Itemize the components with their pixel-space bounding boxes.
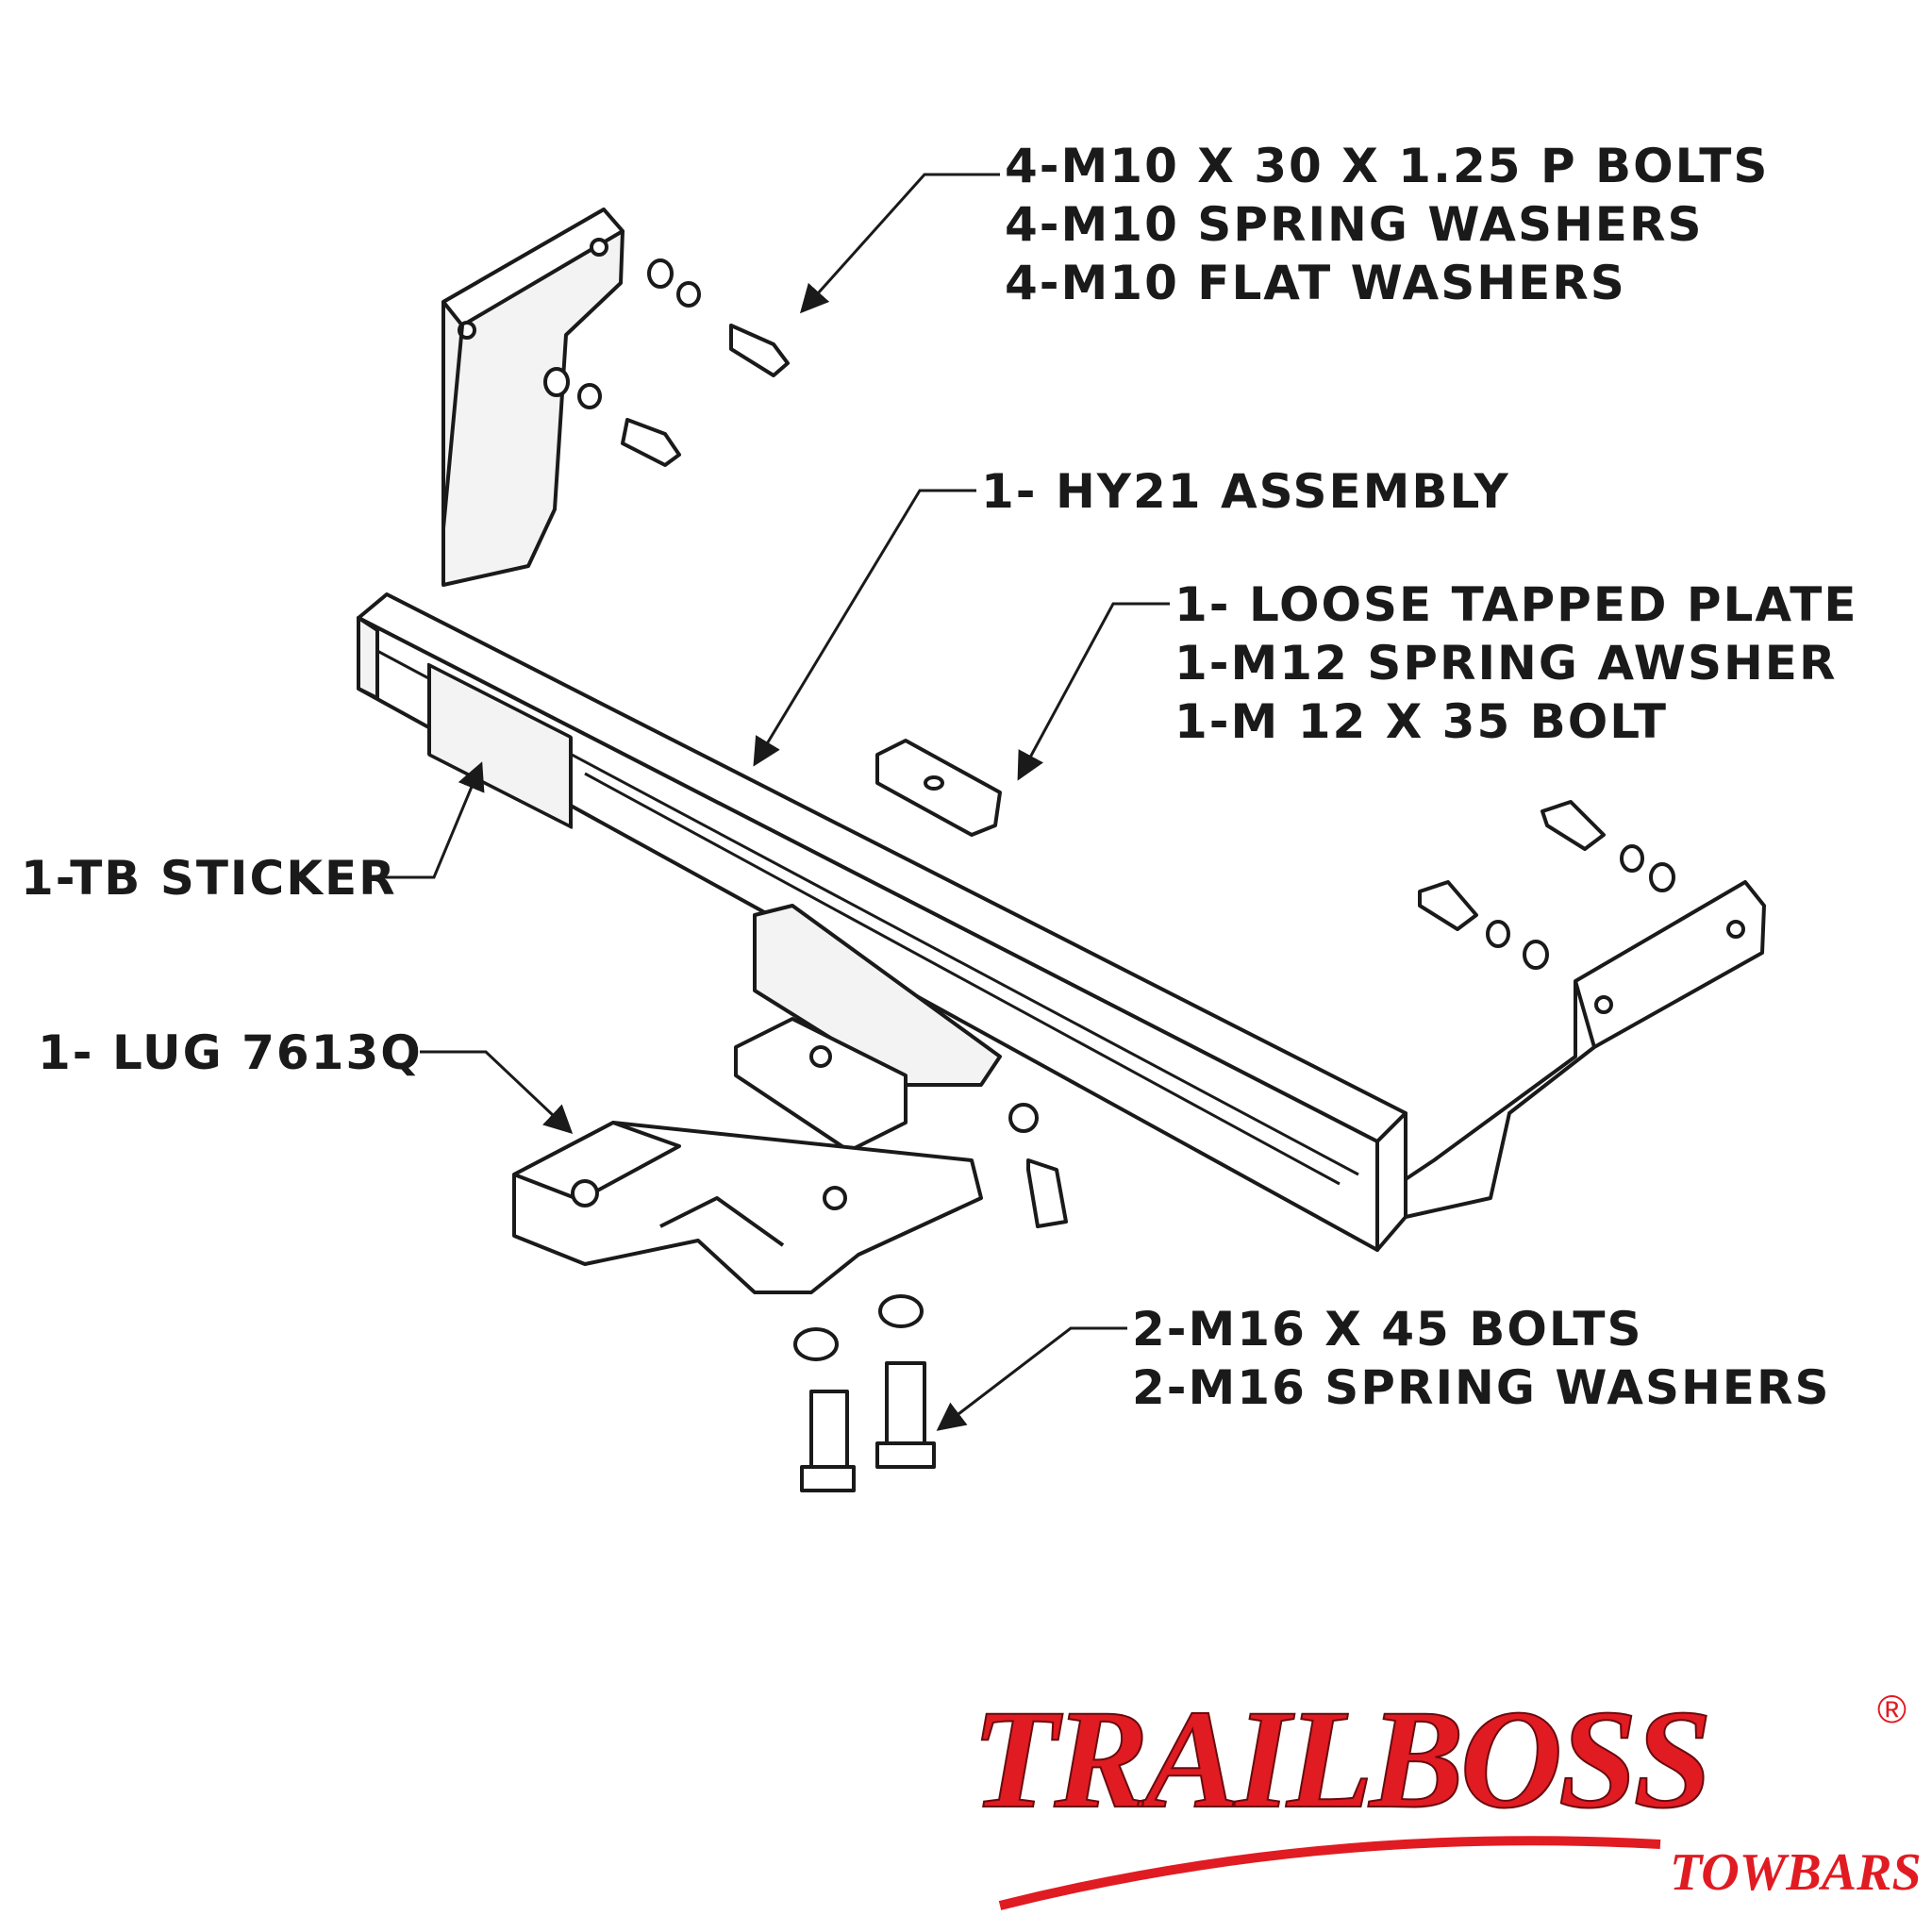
registered-mark: ® — [1877, 1687, 1907, 1731]
callout-m10-bolts: 4-M10 X 30 X 1.25 P BOLTS 4-M10 SPRING W… — [1005, 137, 1769, 312]
callout-sticker: 1-TB STICKER — [21, 849, 397, 908]
callout-line: 1- HY21 ASSEMBLY — [981, 464, 1510, 519]
sticker-plate — [427, 662, 573, 829]
brand-logo-wordmark: TRAILBOSS — [971, 1681, 1713, 1838]
right-mounting-bracket — [1404, 880, 1766, 1219]
callout-line: 2-M16 SPRING WASHERS — [1132, 1360, 1831, 1415]
leader-assembly — [753, 489, 976, 767]
tow-lug — [512, 1121, 983, 1294]
callout-line: 2-M16 X 45 BOLTS — [1132, 1302, 1643, 1357]
m12-hardware — [1008, 1103, 1068, 1228]
callout-line: 4-M10 X 30 X 1.25 P BOLTS — [1005, 139, 1770, 193]
leader-m16 — [936, 1326, 1127, 1431]
m16-hardware — [793, 1294, 936, 1492]
callout-line: 1-TB STICKER — [21, 851, 397, 906]
center-mount — [734, 904, 1002, 1153]
brand-tagline: TOWBARS — [1670, 1843, 1922, 1902]
drawing — [357, 208, 1766, 1492]
main-crossbar — [357, 592, 1407, 1252]
m10-hardware-left — [543, 258, 790, 467]
leader-lug — [420, 1050, 574, 1135]
callout-m16-bolts: 2-M16 X 45 BOLTS 2-M16 SPRING WASHERS — [1132, 1300, 1830, 1417]
left-mounting-bracket — [441, 208, 625, 587]
leader-lines — [363, 173, 1170, 1431]
leader-sticker — [363, 761, 485, 879]
leader-m10 — [799, 173, 1000, 314]
callout-line: 1-M 12 X 35 BOLT — [1174, 694, 1668, 749]
callout-line: 4-M10 SPRING WASHERS — [1005, 197, 1704, 252]
leader-tapped-plate — [1017, 602, 1170, 781]
callout-assembly: 1- HY21 ASSEMBLY — [981, 462, 1510, 521]
callout-line: 1-M12 SPRING AWSHER — [1174, 636, 1838, 691]
callout-tapped-plate: 1- LOOSE TAPPED PLATE 1-M12 SPRING AWSHE… — [1174, 575, 1857, 751]
callout-line: 1- LUG 7613Q — [38, 1025, 423, 1080]
callout-lug: 1- LUG 7613Q — [38, 1024, 423, 1082]
loose-tapped-plate — [875, 739, 1002, 837]
m10-hardware-right — [1418, 800, 1675, 970]
callout-line: 1- LOOSE TAPPED PLATE — [1174, 577, 1858, 632]
callout-line: 4-M10 FLAT WASHERS — [1005, 256, 1626, 310]
